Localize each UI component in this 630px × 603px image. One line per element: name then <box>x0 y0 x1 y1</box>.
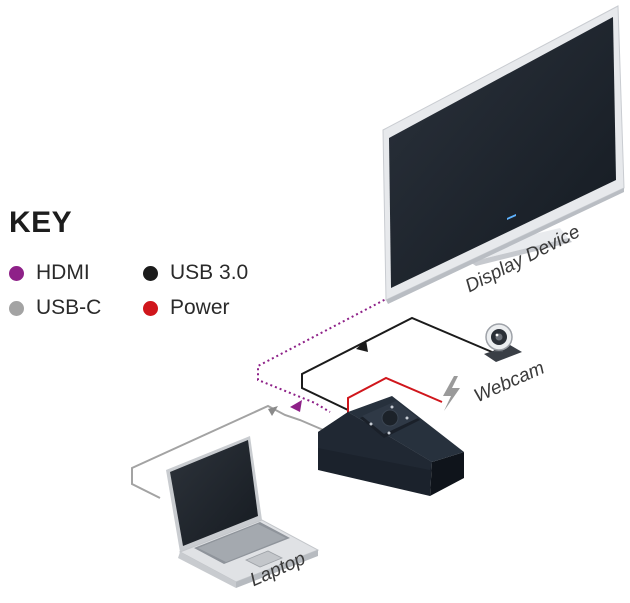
usb3-arrow-icon <box>356 340 368 352</box>
key-item-usb-c: USB-C <box>9 296 101 320</box>
key-item-usb3: USB 3.0 <box>143 261 248 285</box>
key-label-usb3: USB 3.0 <box>170 261 249 284</box>
key-item-hdmi: HDMI <box>9 261 90 285</box>
usb-c-arrow-icon <box>268 406 278 416</box>
webcam-device <box>484 323 522 362</box>
power-dot-icon <box>143 300 158 316</box>
laptop-trackpad <box>245 550 283 568</box>
hdmi-arrow-icon <box>290 400 302 412</box>
display-screen <box>389 17 616 288</box>
hub-device <box>318 396 464 496</box>
key-label-power: Power <box>170 296 230 319</box>
usb-c-dot-icon <box>9 300 24 316</box>
display-device <box>382 5 625 304</box>
laptop-device <box>166 436 320 588</box>
usb-c-cable <box>131 404 329 499</box>
usb3-cable <box>301 316 493 411</box>
key-title: KEY <box>9 206 73 239</box>
lightning-icon <box>443 376 460 411</box>
key-item-power: Power <box>143 296 230 320</box>
laptop-screen <box>170 440 258 546</box>
hdmi-cable <box>257 292 389 413</box>
key-label-usb-c: USB-C <box>36 296 102 319</box>
usb3-dot-icon <box>143 265 158 281</box>
hdmi-dot-icon <box>9 265 24 281</box>
key-label-hdmi: HDMI <box>36 261 90 284</box>
